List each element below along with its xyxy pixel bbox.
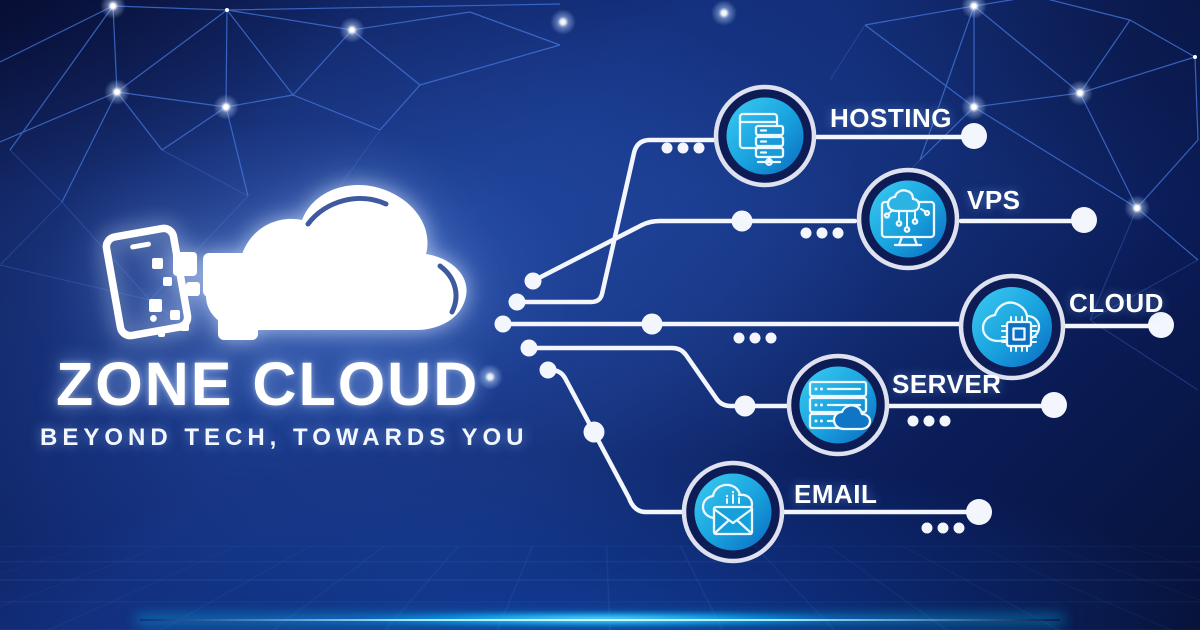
circuit-line-vps bbox=[530, 218, 1074, 284]
glow-node bbox=[711, 0, 737, 26]
cloud-envelope-icon bbox=[701, 483, 754, 536]
circuit-line-hosting bbox=[514, 134, 964, 305]
glow-node bbox=[1067, 80, 1093, 106]
browser-server-icon bbox=[738, 112, 785, 166]
glow-node bbox=[104, 79, 130, 105]
service-node-server bbox=[786, 353, 890, 457]
phone-icon bbox=[102, 224, 192, 340]
glow-node bbox=[961, 94, 987, 120]
zone-cloud-logo bbox=[102, 184, 467, 340]
glow-node bbox=[1124, 195, 1150, 221]
brand-name: ZONE CLOUD bbox=[56, 350, 480, 418]
service-label-server: SERVER bbox=[892, 369, 1002, 399]
cloud-icon bbox=[206, 184, 467, 330]
service-label-vps: VPS bbox=[967, 185, 1021, 215]
circuit-line-server bbox=[526, 345, 1044, 409]
network-mesh-top-left bbox=[0, 3, 561, 330]
service-label-hosting: HOSTING bbox=[830, 103, 952, 133]
circuit-line-cloud bbox=[500, 321, 1151, 329]
glow-node bbox=[550, 9, 576, 35]
glow-node bbox=[477, 364, 503, 390]
service-label-email: EMAIL bbox=[794, 479, 878, 509]
glow-node bbox=[213, 94, 239, 120]
network-mesh-top-right bbox=[830, 0, 1199, 391]
server-rack-cloud-icon bbox=[808, 380, 872, 431]
cloud-cpu-chip-icon bbox=[981, 301, 1041, 352]
pixel-squares bbox=[149, 252, 258, 340]
circuit-dots bbox=[494, 123, 1174, 534]
glow-node bbox=[100, 0, 126, 19]
brand-tagline: BEYOND TECH, TOWARDS YOU bbox=[40, 424, 529, 451]
glow-node bbox=[961, 0, 987, 19]
service-node-cloud bbox=[958, 273, 1066, 381]
service-node-vps bbox=[856, 167, 960, 271]
monitor-cloud-circuit-icon bbox=[880, 189, 936, 247]
bottom-light-streak bbox=[140, 619, 1060, 621]
glow-node bbox=[339, 17, 365, 43]
service-node-hosting bbox=[713, 84, 817, 188]
service-label-cloud: CLOUD bbox=[1069, 288, 1164, 318]
service-node-email bbox=[681, 460, 785, 564]
